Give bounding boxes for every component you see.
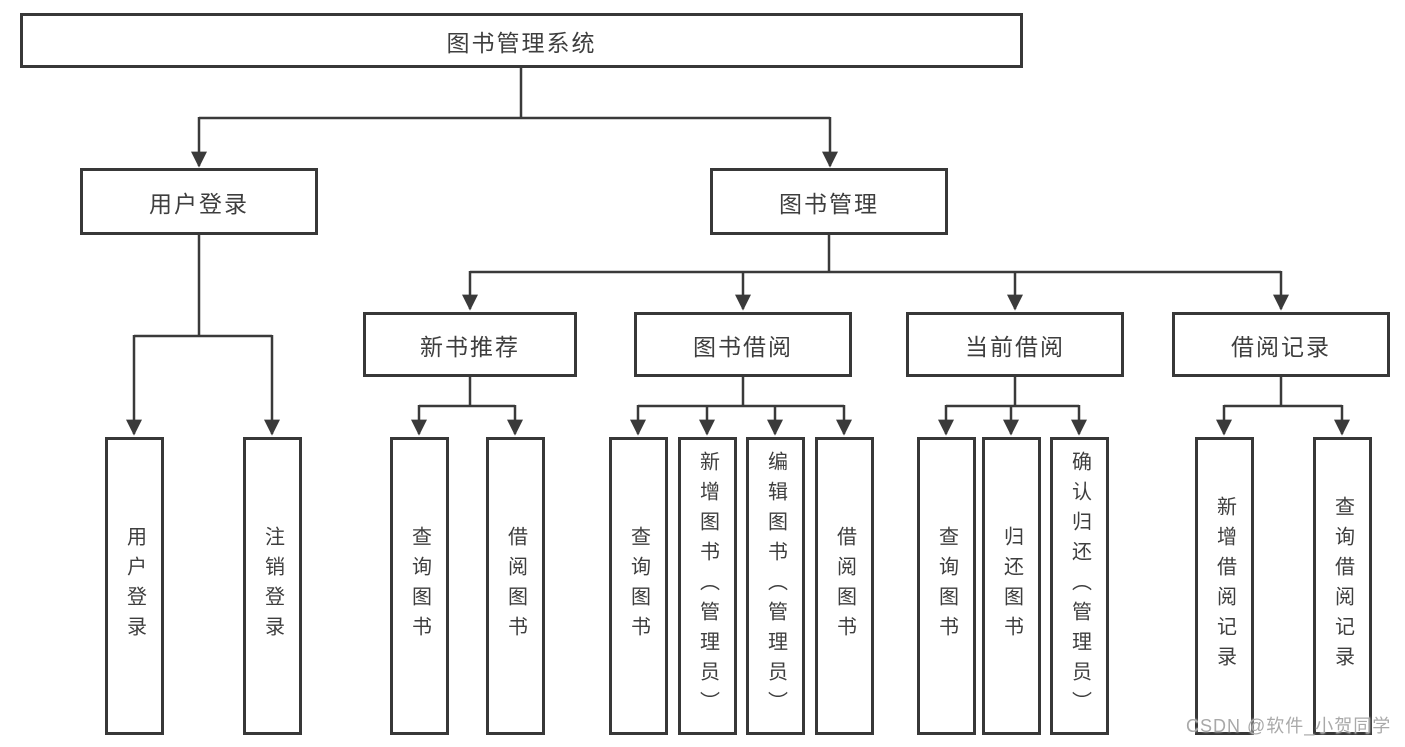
leaf-records-query-record: 查询借阅记录 (1313, 437, 1372, 735)
node-current-borrow-label: 当前借阅 (965, 333, 1065, 360)
node-book-borrow-label: 图书借阅 (693, 333, 793, 360)
leaf-current-return-book-label: 归还图书 (1000, 526, 1023, 646)
node-root: 图书管理系统 (20, 13, 1023, 68)
leaf-borrow-add-book-admin: 新增图书（管理员） (678, 437, 737, 735)
node-borrow-records-label: 借阅记录 (1231, 333, 1331, 360)
leaf-borrow-query-book-label: 查询图书 (627, 526, 650, 646)
connector-book-management-children (461, 235, 1290, 311)
leaf-logout-label: 注销登录 (261, 526, 284, 646)
node-book-management: 图书管理 (710, 168, 948, 235)
leaf-current-confirm-return-admin: 确认归还（管理员） (1050, 437, 1109, 735)
connector-new-book-recommend-children (410, 377, 524, 436)
leaf-current-query-book-label: 查询图书 (935, 526, 958, 646)
leaf-logout: 注销登录 (243, 437, 302, 735)
connector-current-borrow-children (937, 377, 1088, 436)
connector-root-to-level2 (190, 68, 839, 168)
node-current-borrow: 当前借阅 (906, 312, 1124, 377)
leaf-current-query-book: 查询图书 (917, 437, 976, 735)
leaf-recommend-query-book-label: 查询图书 (408, 526, 431, 646)
connector-user-login-children (125, 235, 281, 436)
node-book-borrow: 图书借阅 (634, 312, 852, 377)
csdn-watermark: CSDN @软件_小贺同学 (1186, 716, 1392, 736)
node-new-book-recommend-label: 新书推荐 (420, 333, 520, 360)
leaf-records-add-record: 新增借阅记录 (1195, 437, 1254, 735)
leaf-borrow-borrow-book: 借阅图书 (815, 437, 874, 735)
leaf-current-return-book: 归还图书 (982, 437, 1041, 735)
leaf-borrow-add-book-admin-label: 新增图书（管理员） (696, 451, 719, 721)
connector-book-borrow-children (629, 377, 853, 436)
node-root-label: 图书管理系统 (446, 29, 597, 56)
connector-borrow-records-children (1215, 377, 1351, 436)
node-new-book-recommend: 新书推荐 (363, 312, 577, 377)
leaf-records-query-record-label: 查询借阅记录 (1331, 496, 1354, 676)
leaf-borrow-query-book: 查询图书 (609, 437, 668, 735)
node-borrow-records: 借阅记录 (1172, 312, 1390, 377)
leaf-borrow-borrow-book-label: 借阅图书 (833, 526, 856, 646)
node-user-login: 用户登录 (80, 168, 318, 235)
leaf-records-add-record-label: 新增借阅记录 (1213, 496, 1236, 676)
leaf-borrow-edit-book-admin-label: 编辑图书（管理员） (764, 451, 787, 721)
leaf-recommend-borrow-book: 借阅图书 (486, 437, 545, 735)
node-book-management-label: 图书管理 (779, 190, 879, 217)
leaf-borrow-edit-book-admin: 编辑图书（管理员） (746, 437, 805, 735)
leaf-user-login: 用户登录 (105, 437, 164, 735)
leaf-current-confirm-return-admin-label: 确认归还（管理员） (1068, 451, 1091, 721)
leaf-user-login-label: 用户登录 (123, 526, 146, 646)
leaf-recommend-query-book: 查询图书 (390, 437, 449, 735)
node-user-login-label: 用户登录 (149, 190, 249, 217)
leaf-recommend-borrow-book-label: 借阅图书 (504, 526, 527, 646)
